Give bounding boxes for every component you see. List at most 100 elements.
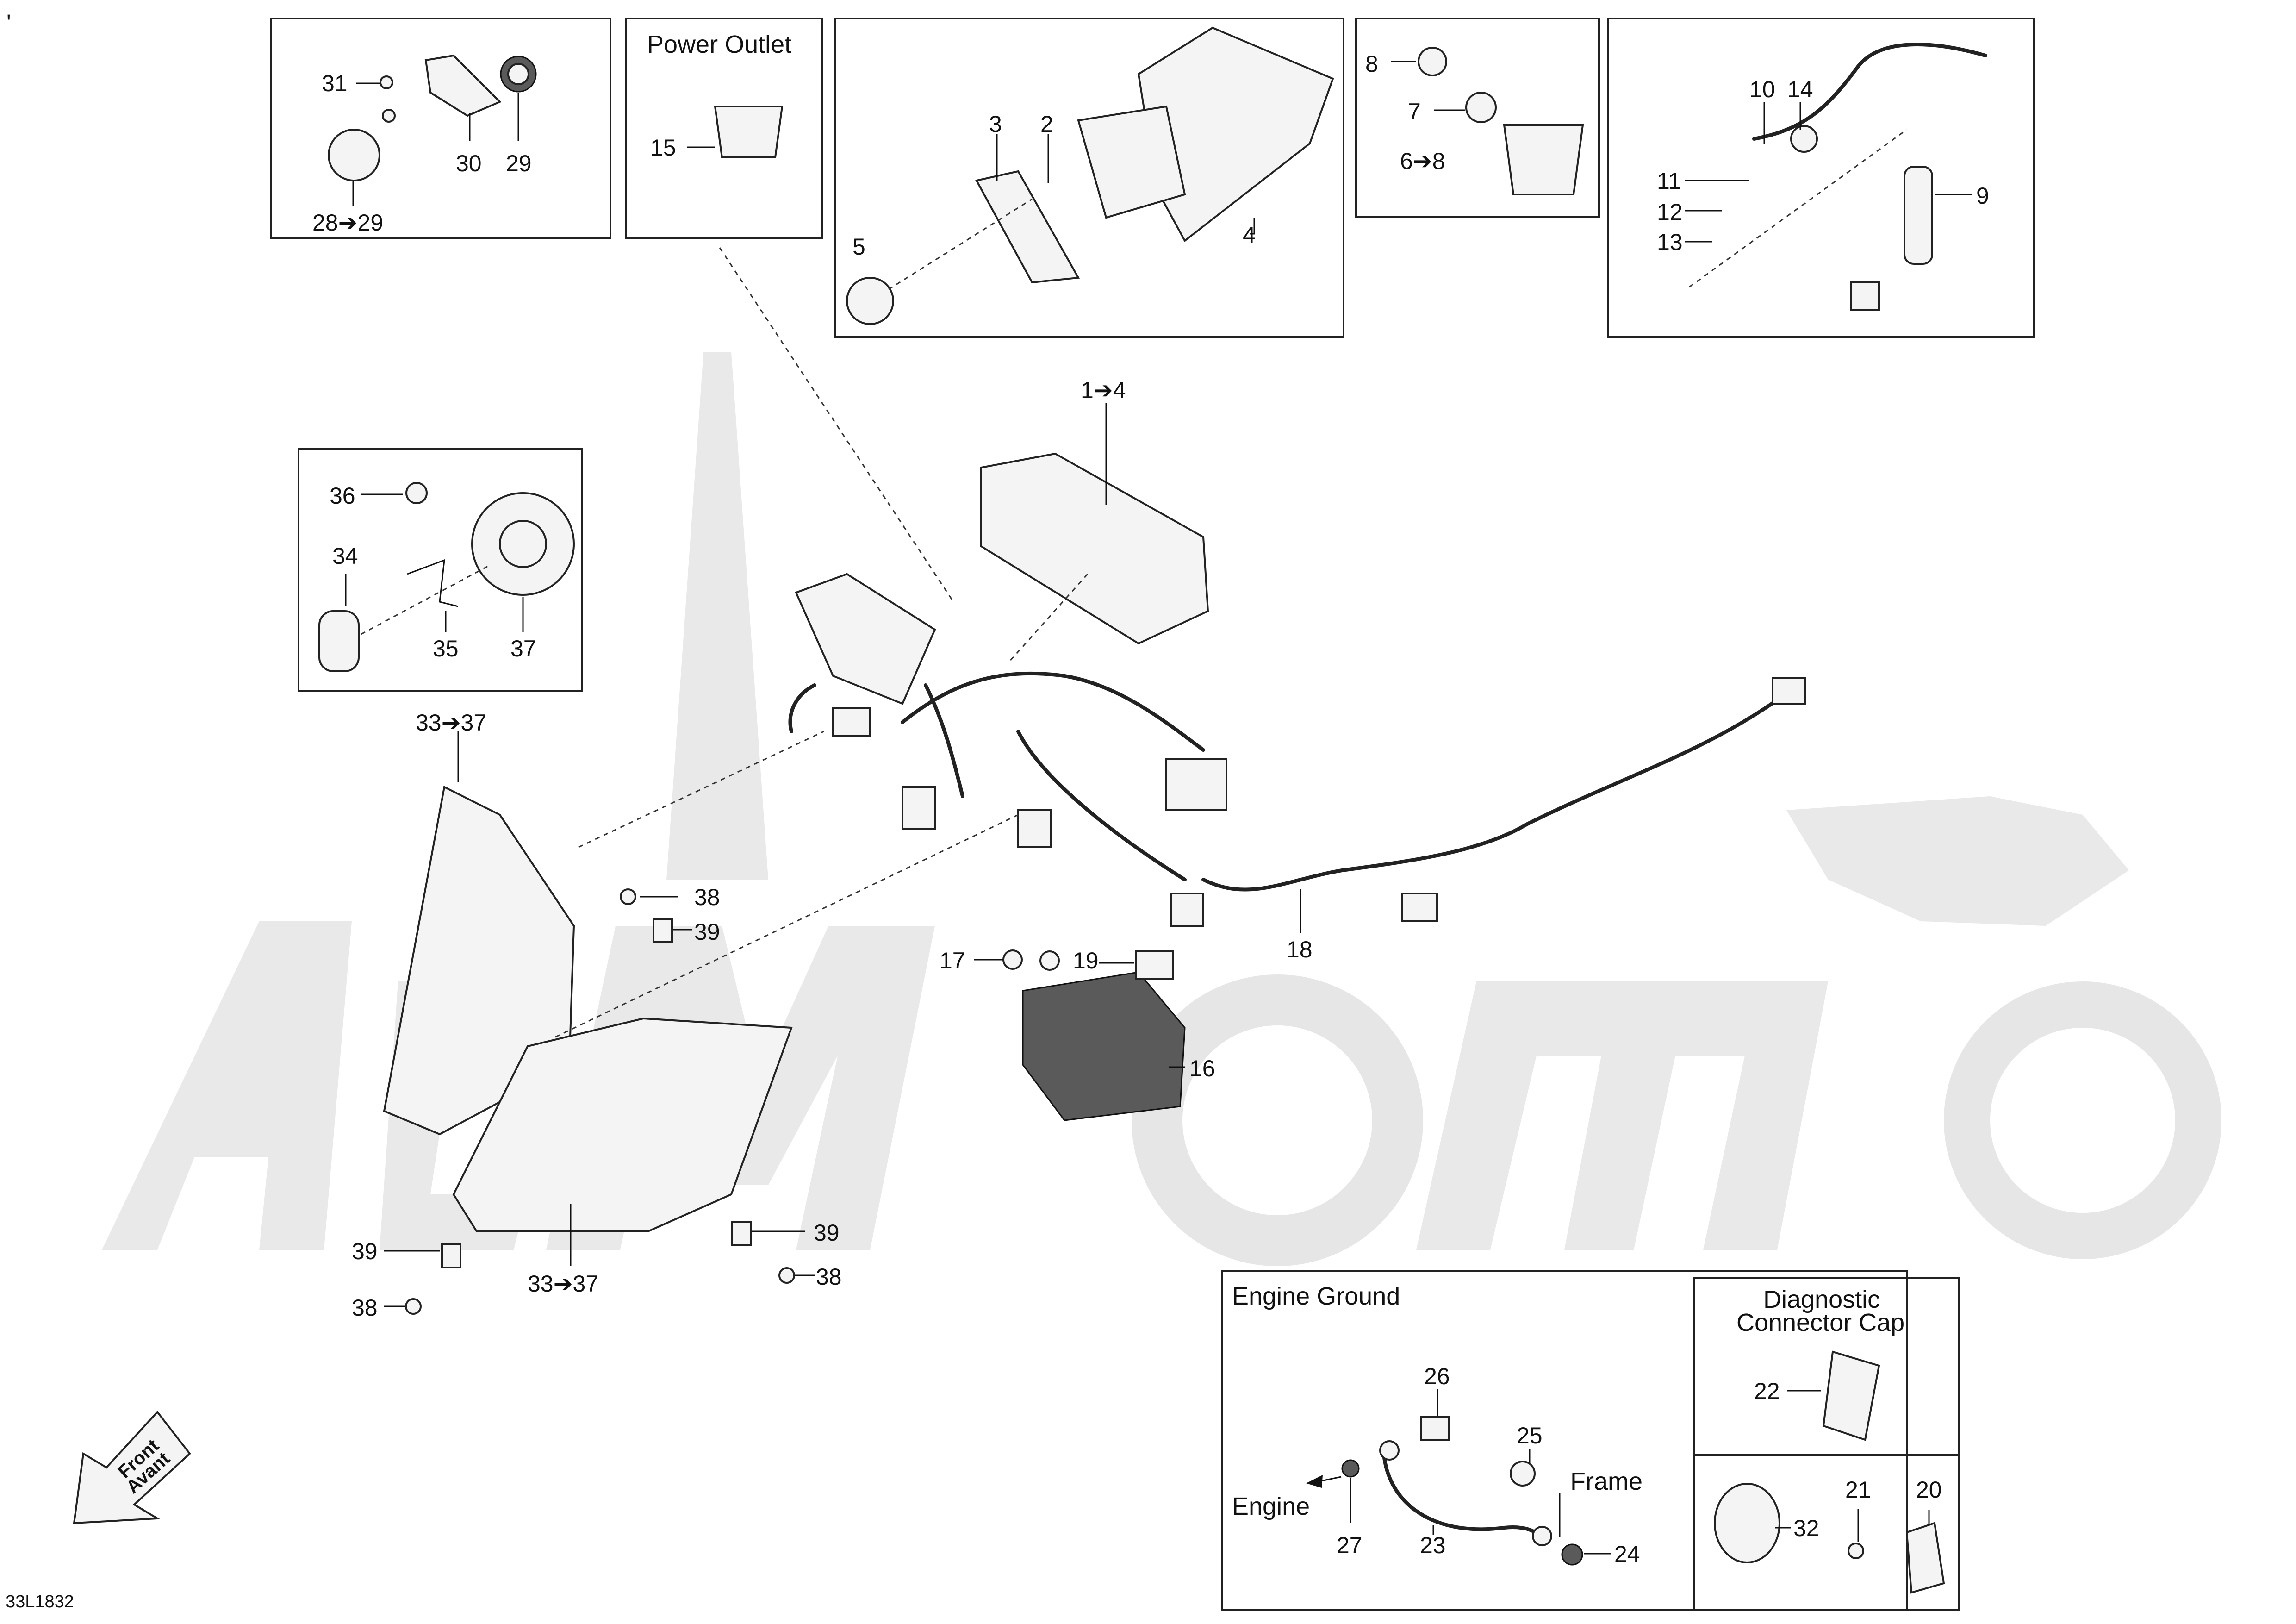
harness-18	[1201, 688, 1793, 892]
spring-clip-35	[407, 559, 459, 607]
tether-cord-14	[1752, 43, 1987, 141]
harness-connector-c	[1017, 809, 1052, 848]
screw-38b	[778, 1267, 795, 1284]
headlamp-bulb-box: 36 34 35 37	[298, 448, 583, 692]
callout-37: 37	[510, 636, 536, 662]
bulb-34	[318, 610, 360, 672]
harness-18-connector	[1401, 893, 1438, 922]
socket-36	[405, 482, 428, 504]
callout-39-b: 39	[814, 1220, 840, 1246]
callout-15: 15	[650, 135, 676, 161]
callout-31: 31	[322, 70, 348, 96]
engine-arrow	[1306, 1475, 1323, 1488]
harness-connector-b	[902, 786, 936, 830]
callout-38-c: 38	[352, 1295, 378, 1321]
ignition-box: 8 7 6➔8	[1355, 18, 1600, 218]
corner-mark: '	[6, 10, 11, 36]
callout-25: 25	[1517, 1423, 1543, 1449]
grommet-19	[1135, 950, 1174, 980]
bolt-26	[1420, 1416, 1450, 1441]
screw-38c	[405, 1298, 422, 1315]
callout-21: 21	[1845, 1477, 1871, 1503]
power-outlet-15	[714, 106, 784, 158]
callout-19: 19	[1073, 948, 1099, 974]
cable-eyelet-23b	[1532, 1526, 1552, 1546]
callout-8: 8	[1365, 51, 1378, 77]
callout-16: 16	[1189, 1056, 1215, 1081]
callout-38-b: 38	[816, 1264, 842, 1290]
screw-21	[1848, 1543, 1864, 1559]
relay-block	[795, 573, 936, 705]
callout-29: 29	[506, 150, 532, 176]
callout-6-8: 6➔8	[1400, 148, 1445, 174]
star-washer-27	[1341, 1459, 1360, 1478]
wire-harness-branch-a	[924, 683, 964, 798]
cluster-box: 3 2 5 4	[834, 18, 1344, 338]
callout-10: 10	[1749, 76, 1775, 102]
callout-5: 5	[852, 234, 865, 260]
label-engine: Engine	[1232, 1493, 1310, 1520]
star-washer-24	[1561, 1543, 1583, 1566]
housing-cap-37-inner	[499, 520, 547, 568]
nut-25	[1510, 1461, 1536, 1487]
screw-31b	[382, 109, 396, 123]
callout-14: 14	[1787, 76, 1813, 102]
callout-33-37-bottom: 33➔37	[528, 1271, 598, 1297]
clip-39b	[731, 1221, 752, 1246]
dess-connector-9	[1850, 281, 1880, 311]
callout-39-a: 39	[694, 919, 720, 945]
callout-18: 18	[1287, 937, 1313, 962]
harness-connector-e	[1170, 893, 1204, 927]
callout-22: 22	[1754, 1378, 1780, 1404]
bezel-3	[975, 170, 1080, 284]
screw-38a	[620, 888, 636, 905]
callout-36: 36	[330, 483, 355, 509]
clamp-32	[1714, 1483, 1780, 1563]
callout-35: 35	[433, 636, 459, 662]
drawing-number: 33L1832	[6, 1592, 74, 1612]
wire-harness-lead	[788, 683, 816, 733]
wire-harness-branch-b	[1016, 730, 1187, 881]
tether-cap-14	[1790, 125, 1818, 153]
main-assembly: 1➔4 18 17 19 16 33➔37	[352, 247, 1806, 1321]
callout-28-29: 28➔29	[312, 210, 383, 236]
diagnostic-cap-box: Diagnostic Connector Cap 22	[1693, 1277, 1960, 1456]
callout-24: 24	[1614, 1541, 1640, 1567]
callout-34: 34	[332, 543, 358, 569]
callout-9: 9	[1976, 183, 1989, 209]
callout-1-4: 1➔4	[1081, 377, 1126, 403]
harness-18-end-connector	[1772, 677, 1806, 705]
power-outlet-title: Power Outlet	[647, 31, 791, 58]
wire-harness-main	[901, 671, 1205, 752]
key-8	[1418, 47, 1447, 76]
clamp-box: 32 21 20	[1693, 1454, 1960, 1611]
callout-13: 13	[1657, 229, 1683, 255]
callout-27: 27	[1337, 1532, 1363, 1558]
diagnostic-title-line2: Connector Cap	[1736, 1309, 1904, 1337]
nut-17a	[1002, 949, 1023, 970]
dess-post-9	[1904, 166, 1933, 265]
clip-39c	[441, 1243, 461, 1268]
callout-30: 30	[456, 150, 482, 176]
callout-2: 2	[1040, 111, 1053, 137]
callout-20: 20	[1916, 1477, 1942, 1503]
screw-31a	[380, 75, 393, 89]
callout-23: 23	[1420, 1532, 1446, 1558]
flasher-28	[328, 129, 380, 181]
cluster-assembly	[980, 452, 1209, 645]
bracket-20	[1905, 1522, 1945, 1594]
harness-connector-d	[1165, 758, 1227, 811]
gauge-5	[846, 277, 894, 325]
callout-17: 17	[940, 948, 965, 974]
ignition-switch-6	[1503, 124, 1584, 195]
engine-ground-title: Engine Ground	[1232, 1282, 1400, 1310]
voltage-regulator-16	[1022, 971, 1186, 1121]
ground-cable-23	[1382, 1452, 1543, 1539]
flasher-box: 31 30 29 28➔29	[270, 18, 611, 239]
callout-7: 7	[1408, 99, 1421, 125]
engine-ground-box: Engine Ground 26 25 27 23 24 Engine Fram…	[1221, 1270, 1908, 1611]
callout-38-a: 38	[694, 884, 720, 910]
nut-17b	[1039, 950, 1060, 971]
clip-39a	[653, 918, 673, 943]
